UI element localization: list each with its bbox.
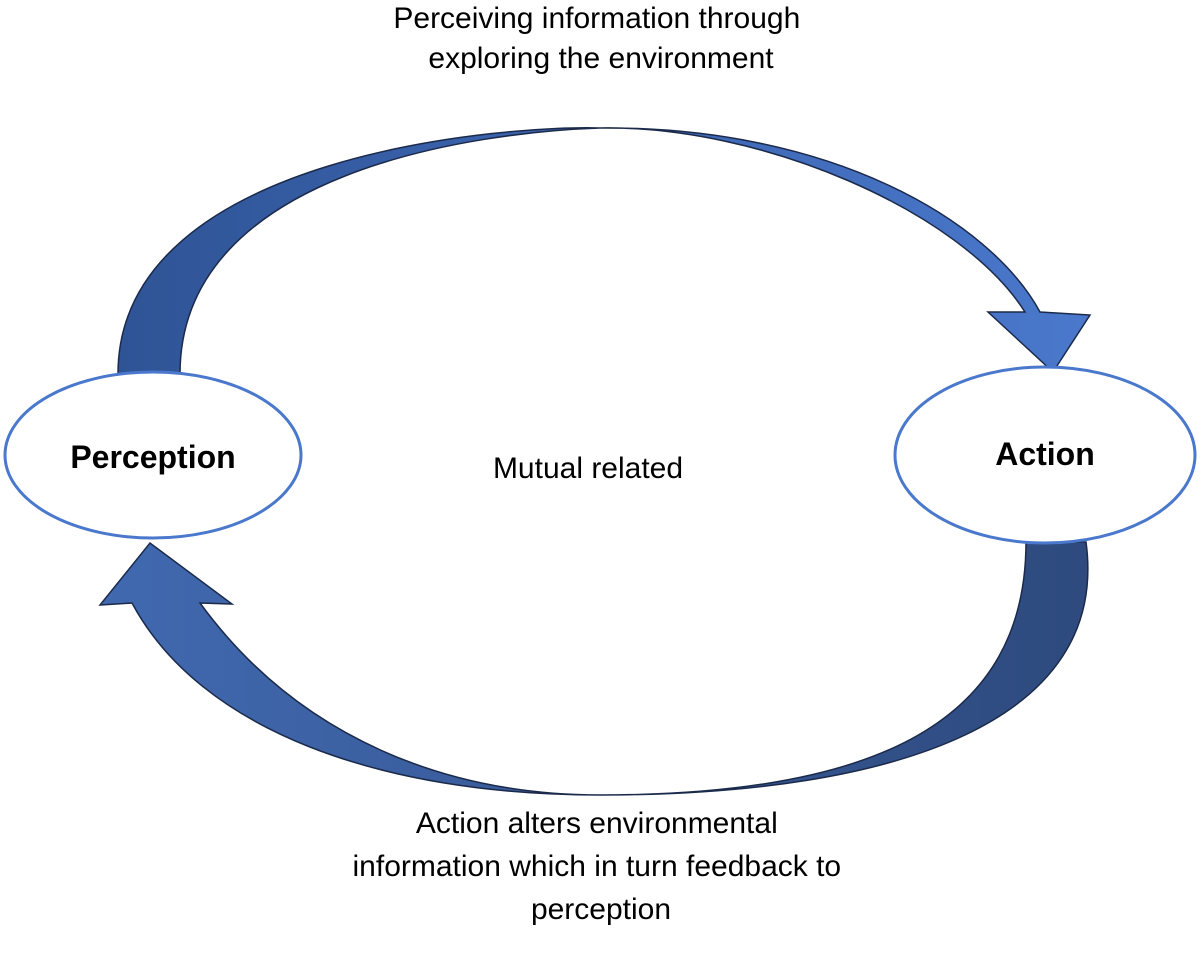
bottom-caption-line: information which in turn feedback to [353, 850, 842, 883]
bottom-caption: Action alters environmental information … [353, 807, 850, 926]
top-caption-line: exploring the environment [428, 42, 774, 75]
bottom-arrow [98, 541, 1089, 796]
perception-label: Perception [70, 439, 235, 475]
action-label: Action [995, 436, 1095, 472]
bottom-caption-line: Action alters environmental [416, 807, 778, 840]
action-node [893, 365, 1197, 545]
perception-node [3, 370, 303, 540]
center-label: Mutual related [493, 452, 683, 485]
bottom-caption-line: perception [531, 893, 671, 926]
top-caption-line: Perceiving information through [393, 2, 800, 35]
top-caption: Perceiving information through exploring… [393, 2, 808, 75]
top-arrow [117, 127, 1092, 375]
